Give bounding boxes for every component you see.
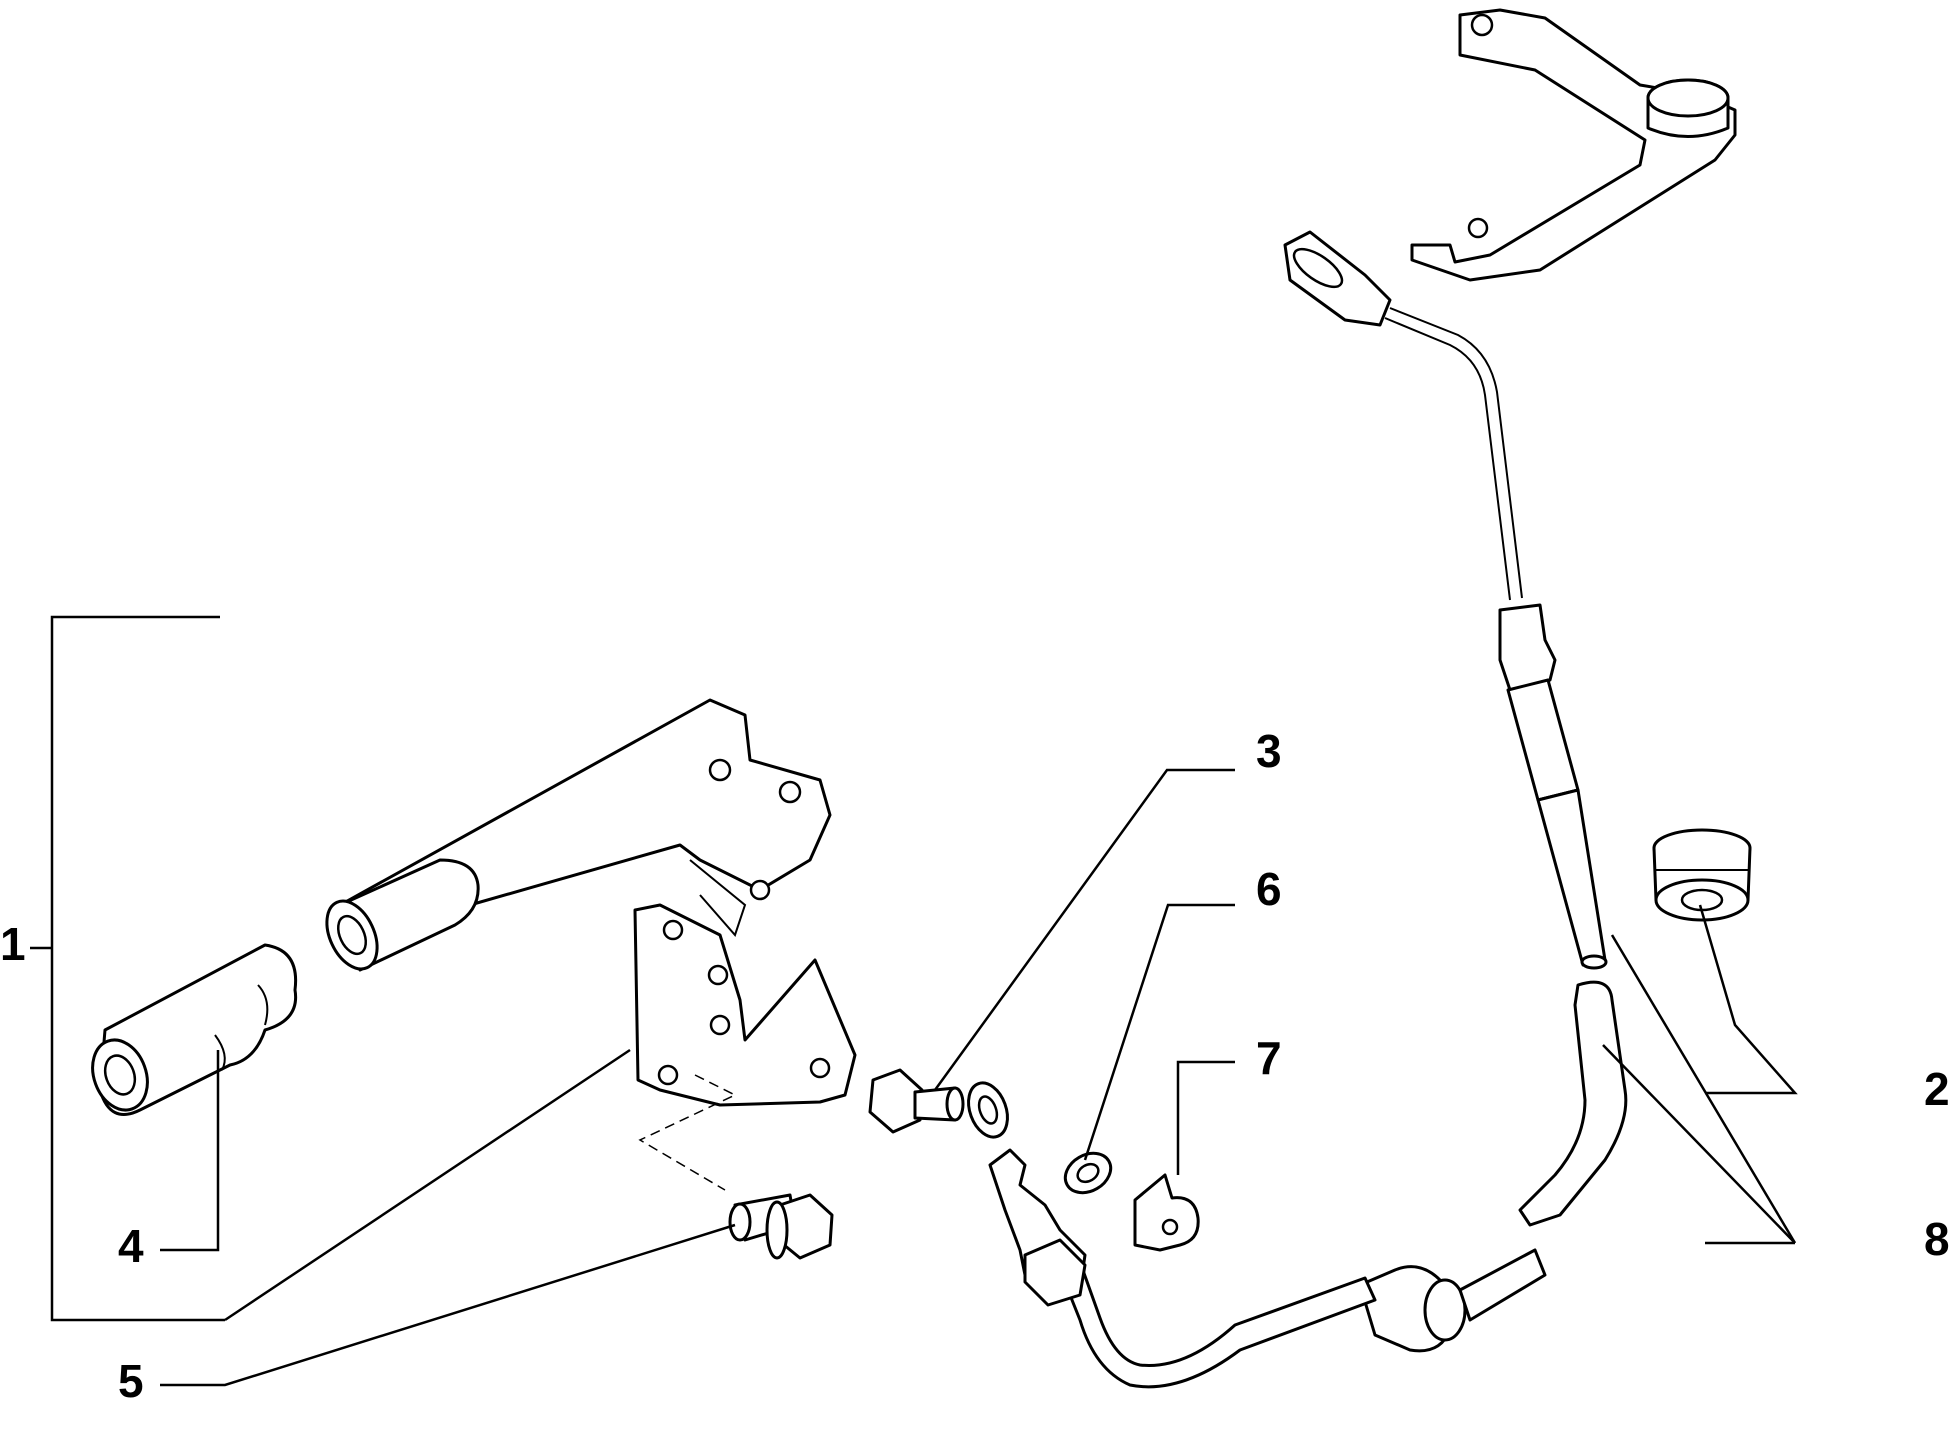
brake-cable-part <box>988 230 1628 1389</box>
washer-part <box>967 1081 1009 1139</box>
rubber-grommet-part <box>1652 828 1752 922</box>
callout-2: 2 <box>1924 1063 1950 1115</box>
callout-3: 3 <box>1256 725 1282 777</box>
cable-bracket-arm <box>1410 8 1737 282</box>
flanged-bolt-part <box>728 1193 834 1260</box>
leader-lines <box>160 768 1798 1387</box>
hex-bolt-part <box>868 1068 965 1134</box>
callout-5: 5 <box>118 1355 144 1407</box>
callout-1: 1 <box>0 918 26 970</box>
callout-6: 6 <box>1256 863 1282 915</box>
assembly-bracket-1 <box>30 615 225 1322</box>
callout-7: 7 <box>1256 1032 1282 1084</box>
handbrake-lever-assembly <box>325 698 857 1191</box>
cable-clip-part <box>1133 1173 1200 1252</box>
callout-8: 8 <box>1924 1213 1950 1265</box>
callout-labels: 1 2 3 4 5 6 7 8 <box>0 725 1950 1407</box>
small-washer-part <box>1063 1151 1113 1195</box>
hand-grip-part <box>91 943 298 1116</box>
callout-4: 4 <box>118 1220 144 1272</box>
